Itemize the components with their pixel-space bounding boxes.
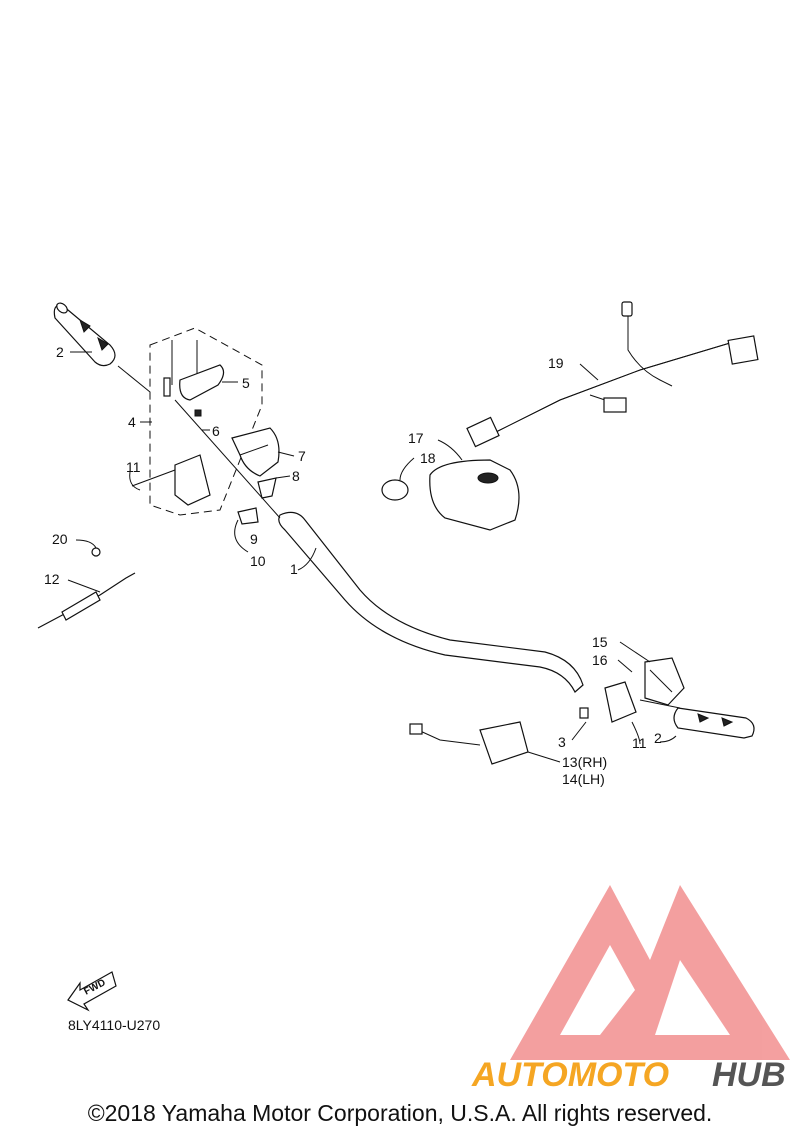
callout-11-left: 11: [126, 459, 141, 475]
callout-20: 20: [52, 531, 68, 547]
callout-6: 6: [212, 423, 220, 439]
wire-harness: [466, 301, 759, 448]
callout-9: 9: [250, 531, 258, 547]
clip: [257, 477, 277, 499]
right-switch-assembly: [579, 657, 685, 723]
callout-1: 1: [290, 561, 298, 577]
callout-15: 15: [592, 634, 608, 650]
callout-4: 4: [128, 414, 136, 430]
left-grip: [53, 302, 116, 367]
callout-11-right: 11: [632, 735, 647, 751]
callout-7: 7: [298, 448, 306, 464]
callout-3: 3: [558, 734, 566, 750]
switch-cover: [231, 427, 280, 477]
watermark-text-1: AUTOMOTO: [471, 1056, 669, 1094]
callout-10: 10: [250, 553, 266, 569]
callout-14: 14(LH): [562, 771, 605, 787]
brake-lever: [163, 340, 225, 506]
watermark-logo: [510, 885, 790, 1060]
callout-8: 8: [292, 468, 300, 484]
callout-2-left: 2: [56, 344, 64, 360]
holder: [237, 507, 259, 525]
part-code: 8LY4110-U270: [68, 1017, 160, 1033]
callout-2-right: 2: [654, 730, 662, 746]
switch-13-14: [409, 721, 529, 765]
callout-19: 19: [548, 355, 564, 371]
watermark-text-2: HUB: [712, 1056, 786, 1094]
callout-16: 16: [592, 652, 608, 668]
callout-17: 17: [408, 430, 424, 446]
callout-18: 18: [420, 450, 436, 466]
copyright-notice: ©2018 Yamaha Motor Corporation, U.S.A. A…: [87, 1100, 713, 1126]
lever-assembly-box: [149, 327, 263, 516]
callout-5: 5: [242, 375, 250, 391]
throttle-cable: [37, 547, 136, 629]
fwd-arrow-icon: [67, 971, 117, 1012]
handlebar: [278, 511, 584, 693]
callout-12: 12: [44, 571, 60, 587]
instrument-cover: [381, 459, 520, 531]
callout-13: 13(RH): [562, 754, 607, 770]
right-grip: [673, 707, 755, 739]
